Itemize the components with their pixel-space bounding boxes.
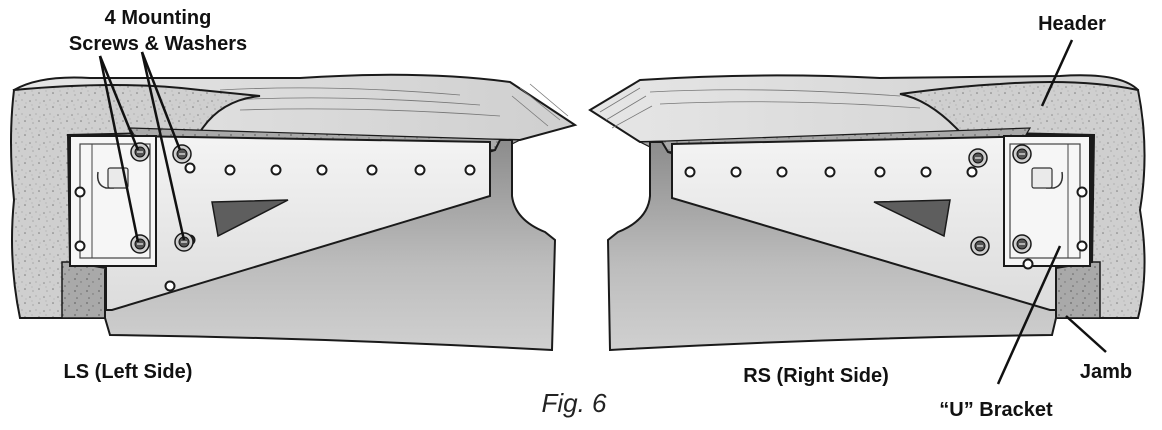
label-left-side: LS (Left Side) [64, 361, 193, 383]
right-side-assembly [588, 74, 1146, 352]
leader-u-bracket [996, 245, 1062, 385]
left-side-assembly [10, 73, 578, 352]
right-bracket-slot [873, 199, 951, 238]
left-jamb-block [61, 261, 107, 319]
leader-screw-3 [140, 51, 182, 151]
bolt-hole [366, 164, 378, 176]
screw-with-washer [1012, 234, 1032, 254]
leader-screw-1 [98, 55, 140, 151]
screw-with-washer [1012, 144, 1032, 164]
screw-with-washer [174, 232, 194, 252]
leader-screw-4 [140, 51, 186, 241]
callout-jamb: Jamb [1080, 361, 1132, 383]
bolt-hole [316, 164, 328, 176]
bolt-hole [1076, 240, 1088, 252]
left-bracket-slot [211, 199, 289, 238]
bolt-hole [776, 166, 788, 178]
bolt-hole [684, 166, 696, 178]
label-right-side: RS (Right Side) [743, 365, 889, 387]
bolt-hole [824, 166, 836, 178]
bolt-hole [270, 164, 282, 176]
bolt-hole [74, 240, 86, 252]
screw-with-washer [968, 148, 988, 168]
screw-with-washer [172, 144, 192, 164]
screw-with-washer [130, 234, 150, 254]
bolt-hole [164, 280, 176, 292]
right-bolt-holes [684, 166, 1088, 270]
bolt-hole [74, 186, 86, 198]
leader-header [1040, 39, 1074, 107]
leader-jamb [1065, 315, 1107, 353]
bolt-hole [874, 166, 886, 178]
leader-screw-2 [98, 55, 140, 243]
figure-caption: Fig. 6 [541, 388, 607, 418]
bolt-hole [1076, 186, 1088, 198]
bolt-hole [464, 164, 476, 176]
bolt-hole [730, 166, 742, 178]
callout-header: Header [1038, 13, 1106, 35]
bolt-hole [224, 164, 236, 176]
left-wood-grain [219, 83, 569, 127]
right-wood-grain [599, 87, 921, 129]
bolt-hole [414, 164, 426, 176]
bolt-hole [966, 166, 978, 178]
callout-screws-line1: 4 Mounting [105, 7, 212, 29]
screw-with-washer [130, 142, 150, 162]
bolt-hole [1022, 258, 1034, 270]
mounting-screws [130, 142, 1032, 256]
bolt-hole [920, 166, 932, 178]
leader-lines [98, 39, 1107, 385]
right-jamb-block [1055, 261, 1101, 319]
callout-u-bracket: “U” Bracket [939, 399, 1053, 421]
screw-with-washer [970, 236, 990, 256]
bolt-hole [184, 162, 196, 174]
callout-screws-line2: Screws & Washers [69, 33, 247, 55]
